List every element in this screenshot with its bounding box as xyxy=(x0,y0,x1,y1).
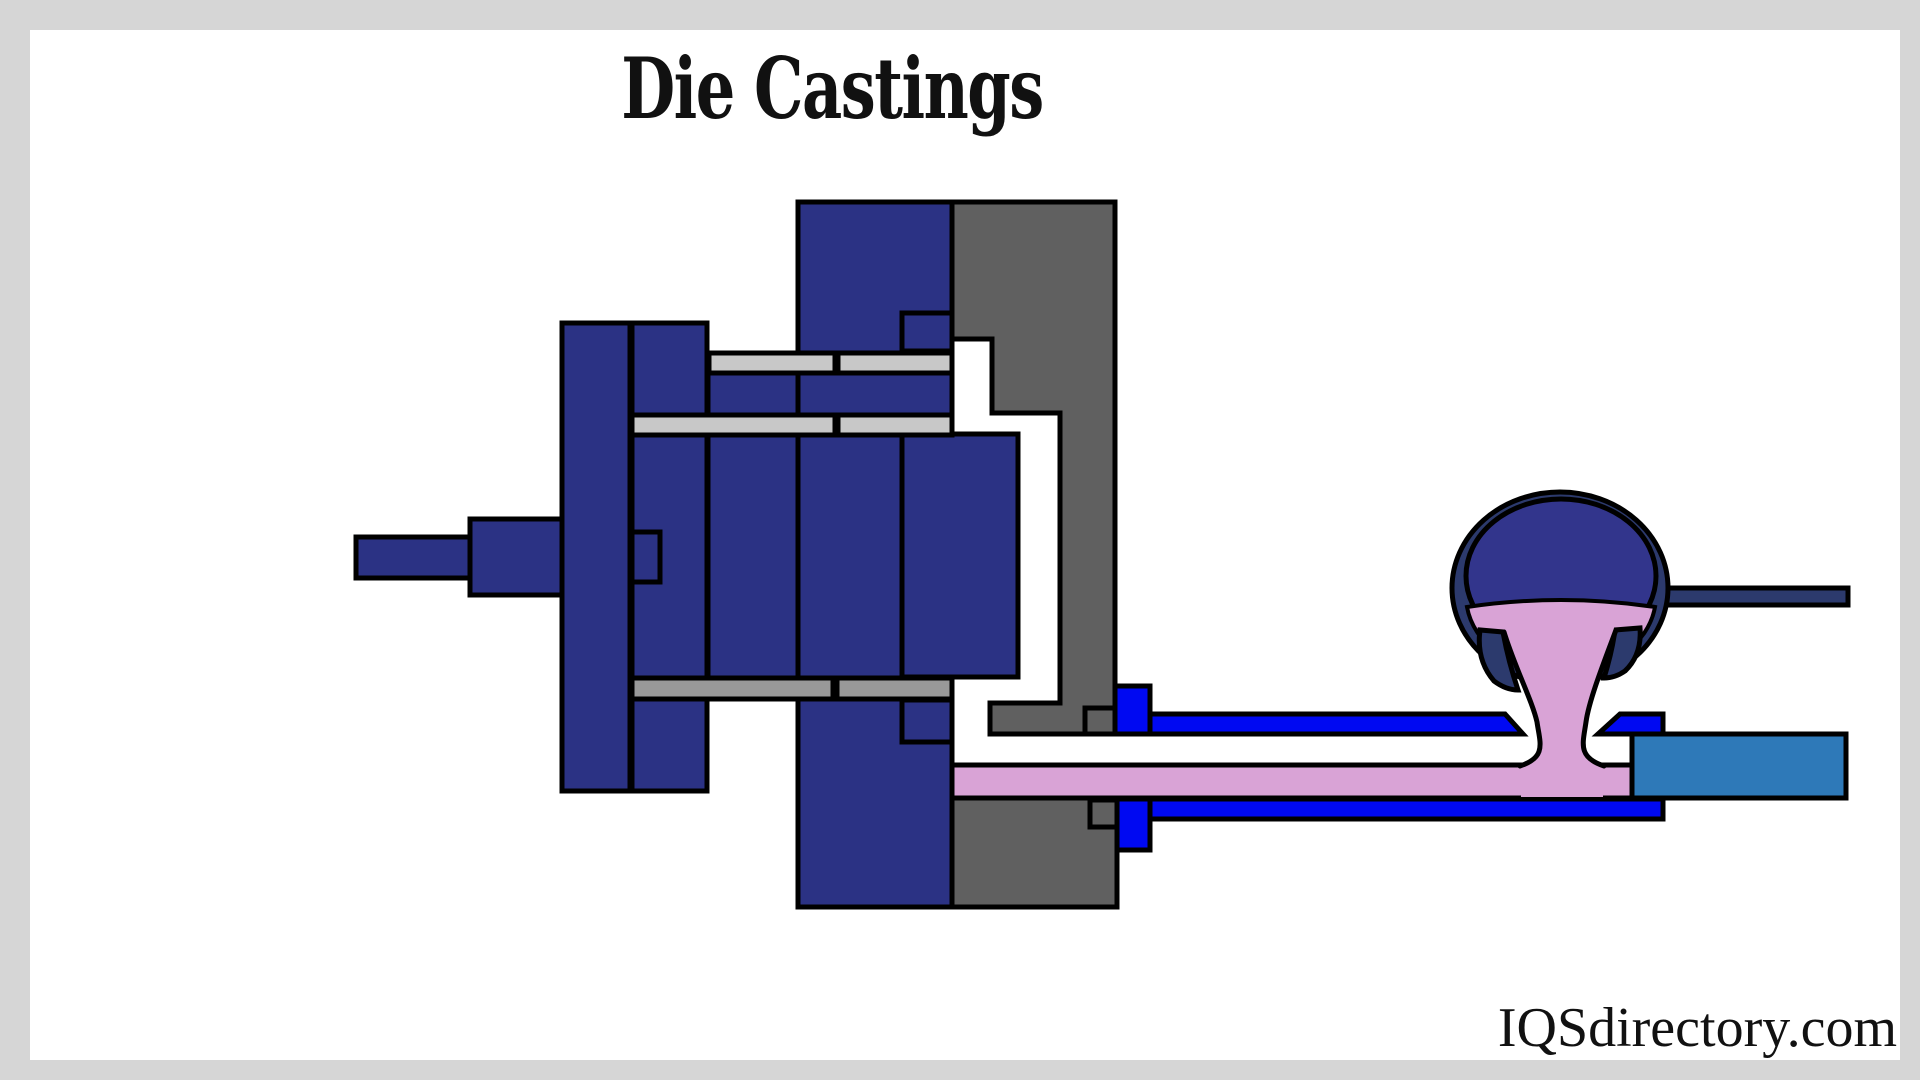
lower-die-corner-block xyxy=(1087,797,1120,830)
tie-bar-bottom-left xyxy=(629,675,836,702)
stream-right-outline xyxy=(1580,627,1619,769)
hydraulic-piston-rod xyxy=(353,534,473,581)
shot-sleeve-bottom-wall xyxy=(1147,796,1666,822)
tie-bar-middle-right xyxy=(835,412,955,438)
guide-block-bottom xyxy=(899,697,955,745)
rod-coupling-block xyxy=(629,529,663,585)
ladle-handle xyxy=(1647,585,1851,608)
molten-metal-channel xyxy=(949,762,1637,801)
stationary-die-block xyxy=(949,199,1118,737)
shot-sleeve-top-wall xyxy=(1147,711,1529,737)
ladle-spout-left xyxy=(1476,627,1522,693)
tie-bar-top-left xyxy=(706,350,838,376)
tie-bar-top-right xyxy=(835,350,955,376)
shot-plunger xyxy=(1629,731,1849,801)
page-title: Die Castings xyxy=(621,41,1043,139)
support-plate-left xyxy=(559,320,633,794)
guide-block-top xyxy=(899,310,955,354)
watermark: IQSdirectory.com xyxy=(1498,997,1897,1059)
shot-sleeve-bottom-step xyxy=(1114,796,1153,853)
tie-bar-middle-left xyxy=(629,412,838,438)
movable-die-insert xyxy=(899,431,1021,680)
shot-sleeve-top-step xyxy=(1112,683,1153,737)
molten-metal-stream xyxy=(1500,603,1618,797)
stream-left-outline xyxy=(1501,629,1543,769)
die-foot-block xyxy=(1082,705,1118,737)
tie-bar-bottom-right xyxy=(834,675,955,702)
